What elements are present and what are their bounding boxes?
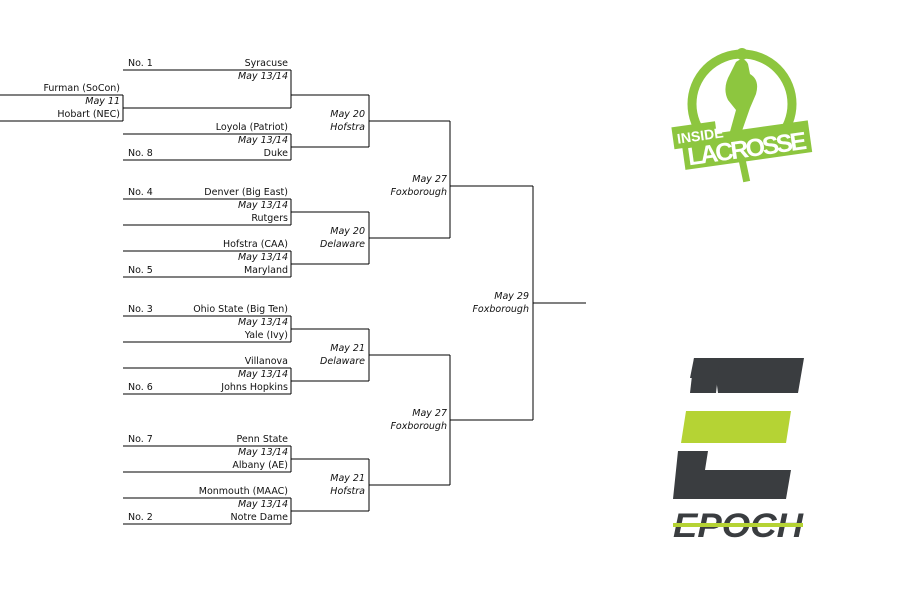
quarterfinal-date: May 20 bbox=[330, 226, 365, 237]
quarterfinal-venue: Delaware bbox=[320, 356, 365, 367]
team-name-bottom: Albany (AE) bbox=[232, 460, 288, 471]
quarterfinal-venue: Hofstra bbox=[330, 486, 365, 497]
final-date: May 29 bbox=[494, 291, 529, 302]
seed-label: No. 1 bbox=[128, 58, 153, 69]
game-date: May 13/14 bbox=[237, 71, 288, 82]
team-name-bottom: Johns Hopkins bbox=[221, 382, 288, 393]
semifinal-date: May 27 bbox=[412, 174, 447, 185]
play-in-team-top: Furman (SoCon) bbox=[43, 83, 120, 94]
semifinal-date: May 27 bbox=[412, 408, 447, 419]
quarterfinal-venue: Hofstra bbox=[330, 122, 365, 133]
epoch-e-middle-bar bbox=[681, 411, 791, 443]
game-date: May 13/14 bbox=[237, 200, 288, 211]
epoch-logo: EPOCH bbox=[673, 358, 805, 544]
seed-label: No. 5 bbox=[128, 265, 153, 276]
seed-label: No. 4 bbox=[128, 187, 153, 198]
quarterfinal-date: May 21 bbox=[330, 473, 365, 484]
team-name-top: Loyola (Patriot) bbox=[215, 122, 288, 133]
team-name-top: Monmouth (MAAC) bbox=[198, 486, 288, 497]
game-date: May 13/14 bbox=[237, 369, 288, 380]
team-name-bottom: Yale (Ivy) bbox=[244, 330, 288, 341]
quarterfinal-date: May 21 bbox=[330, 343, 365, 354]
game-date: May 13/14 bbox=[237, 252, 288, 263]
game-date: May 13/14 bbox=[237, 499, 288, 510]
team-name-top: Denver (Big East) bbox=[204, 187, 288, 198]
team-name-bottom: Maryland bbox=[243, 265, 288, 276]
play-in-team-bottom: Hobart (NEC) bbox=[57, 109, 120, 120]
team-name-top: Syracuse bbox=[244, 58, 288, 69]
quarterfinal-date: May 20 bbox=[330, 109, 365, 120]
team-name-top: Villanova bbox=[244, 356, 288, 367]
quarterfinal-venue: Delaware bbox=[320, 239, 365, 250]
team-name-top: Penn State bbox=[236, 434, 288, 445]
team-name-top: Ohio State (Big Ten) bbox=[193, 304, 288, 315]
seed-label: No. 2 bbox=[128, 512, 153, 523]
seed-label: No. 7 bbox=[128, 434, 153, 445]
semifinal-venue: Foxborough bbox=[390, 187, 447, 198]
seed-label: No. 8 bbox=[128, 148, 153, 159]
team-name-bottom: Notre Dame bbox=[230, 512, 288, 523]
game-date: May 13/14 bbox=[237, 447, 288, 458]
play-in-date: May 11 bbox=[85, 96, 120, 107]
game-date: May 13/14 bbox=[237, 135, 288, 146]
epoch-e-bottom-bar bbox=[673, 451, 791, 499]
team-name-bottom: Rutgers bbox=[251, 213, 288, 224]
final-venue: Foxborough bbox=[472, 304, 529, 315]
semifinal-venue: Foxborough bbox=[390, 421, 447, 432]
logo-text-inside: INSIDE bbox=[676, 124, 724, 146]
team-name-bottom: Duke bbox=[263, 148, 288, 159]
team-name-top: Hofstra (CAA) bbox=[222, 239, 288, 250]
seed-label: No. 6 bbox=[128, 382, 153, 393]
seed-label: No. 3 bbox=[128, 304, 153, 315]
game-date: May 13/14 bbox=[237, 317, 288, 328]
inside-lacrosse-logo: INSIDE LACROSSE bbox=[671, 48, 813, 183]
